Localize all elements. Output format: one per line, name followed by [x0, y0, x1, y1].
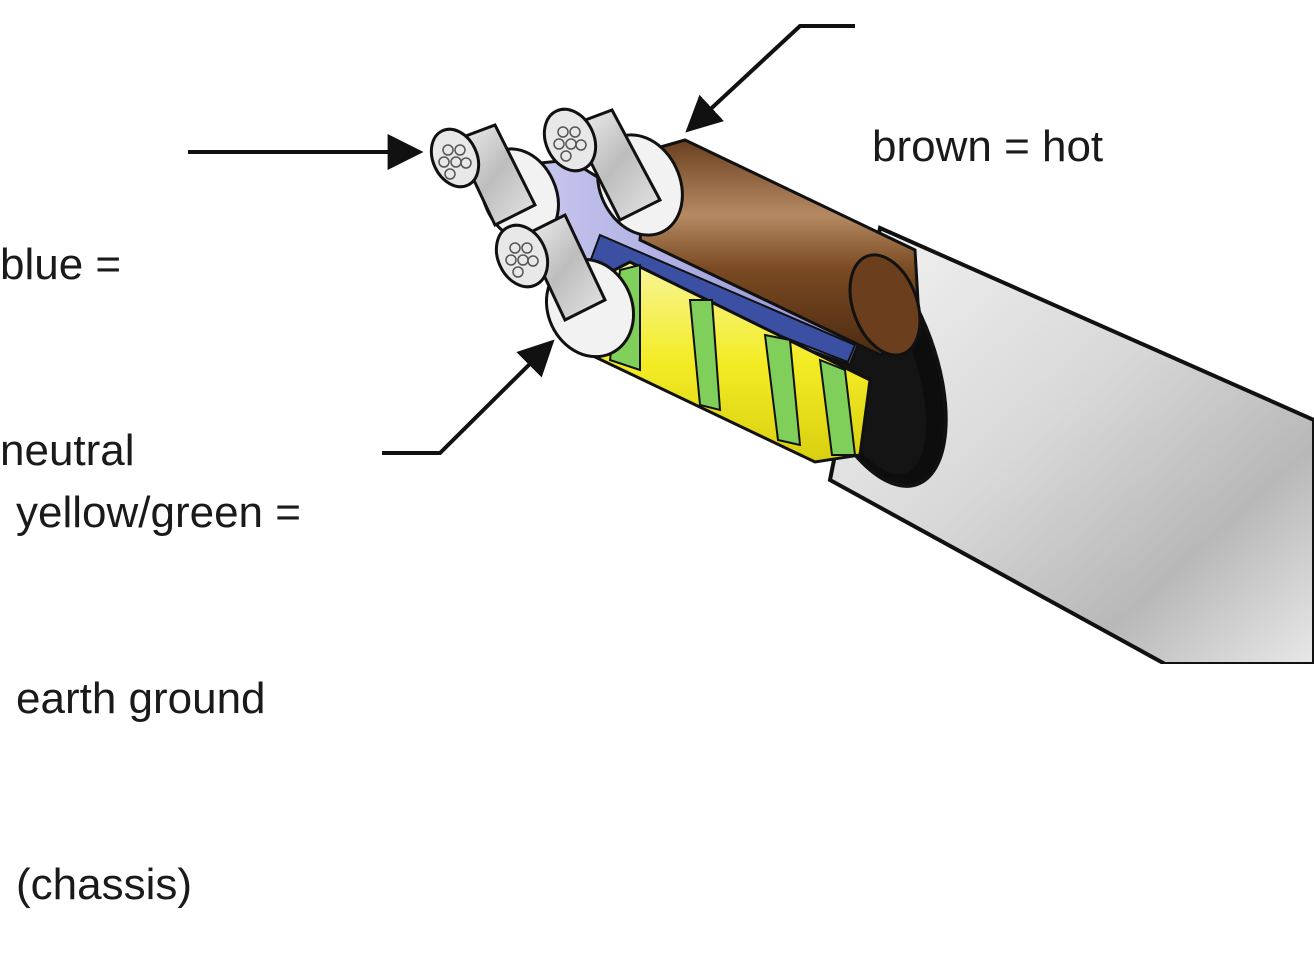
blue-label-line-1: blue =	[0, 240, 122, 289]
brown-hot-wire	[542, 107, 922, 357]
blue-label-line-2: neutral	[0, 426, 135, 475]
blue-neutral-label: blue = neutral	[0, 110, 135, 544]
ground-copper-strands	[494, 223, 550, 289]
brown-copper-strands	[542, 107, 598, 173]
yellow-green-ground-wire	[494, 212, 872, 464]
ground-arrow-icon	[382, 339, 555, 455]
ground-label-line-1: yellow/green =	[16, 488, 301, 537]
ground-label-line-3: (chassis)	[16, 860, 193, 909]
cable-diagram	[188, 24, 1314, 664]
blue-copper-strands	[429, 127, 481, 189]
ground-label: yellow/green = earth ground (chassis)	[16, 358, 301, 978]
brown-hot-label: brown = hot	[872, 0, 1103, 240]
brown-arrow-icon	[685, 24, 855, 133]
brown-label-line: brown = hot	[872, 122, 1104, 171]
ground-label-line-2: earth ground	[16, 674, 266, 723]
callout-arrows	[188, 24, 855, 455]
